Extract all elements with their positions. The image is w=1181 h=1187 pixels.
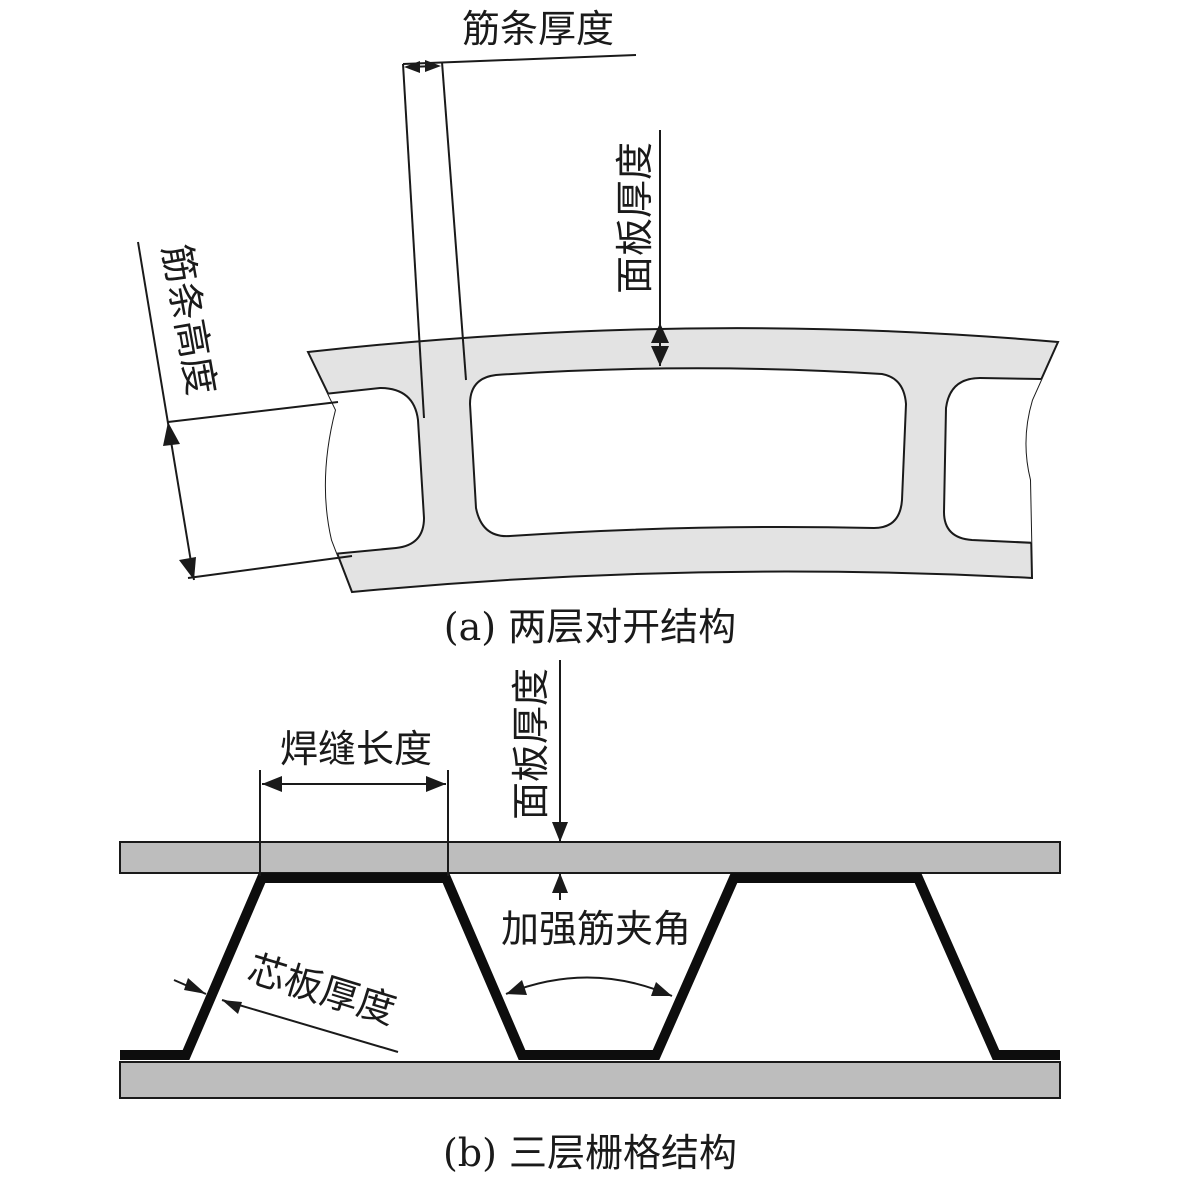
left-cell [308,386,426,564]
panel-thickness-dimension-b: 面板厚度 [509,660,568,900]
rib-height-dimension: 筋条高度 [137,241,353,581]
right-cell [942,376,1058,548]
panel-thickness-label-a: 面板厚度 [613,142,657,294]
core-thickness-label: 芯板厚度 [243,946,401,1033]
rib-height-label: 筋条高度 [154,241,224,398]
panel-thickness-label-b: 面板厚度 [509,668,553,820]
caption-b: (b) 三层栅格结构 [443,1131,737,1175]
panel-thickness-dimension-a: 面板厚度 [613,130,669,366]
rib-thickness-label: 筋条厚度 [462,7,614,51]
stiffener-angle-dimension: 加强筋夹角 [501,907,691,997]
corrugated-core [120,873,1060,1060]
top-face-panel [119,841,1061,874]
center-cell [468,367,908,538]
figure-b: 焊缝长度 面板厚度 加强筋夹角 芯板厚度 (b) 三层栅格结构 [119,660,1061,1175]
caption-a: (a) 两层对开结构 [444,605,736,649]
stiffener-angle-label: 加强筋夹角 [501,907,691,951]
rib-thickness-dimension: 筋条厚度 [402,7,637,419]
bottom-face-panel [119,1061,1061,1099]
weld-length-label: 焊缝长度 [280,727,432,771]
figure-a: 筋条厚度 面板厚度 筋条高度 (a) 两层对开结构 [137,7,1060,649]
weld-length-dimension: 焊缝长度 [259,727,449,876]
